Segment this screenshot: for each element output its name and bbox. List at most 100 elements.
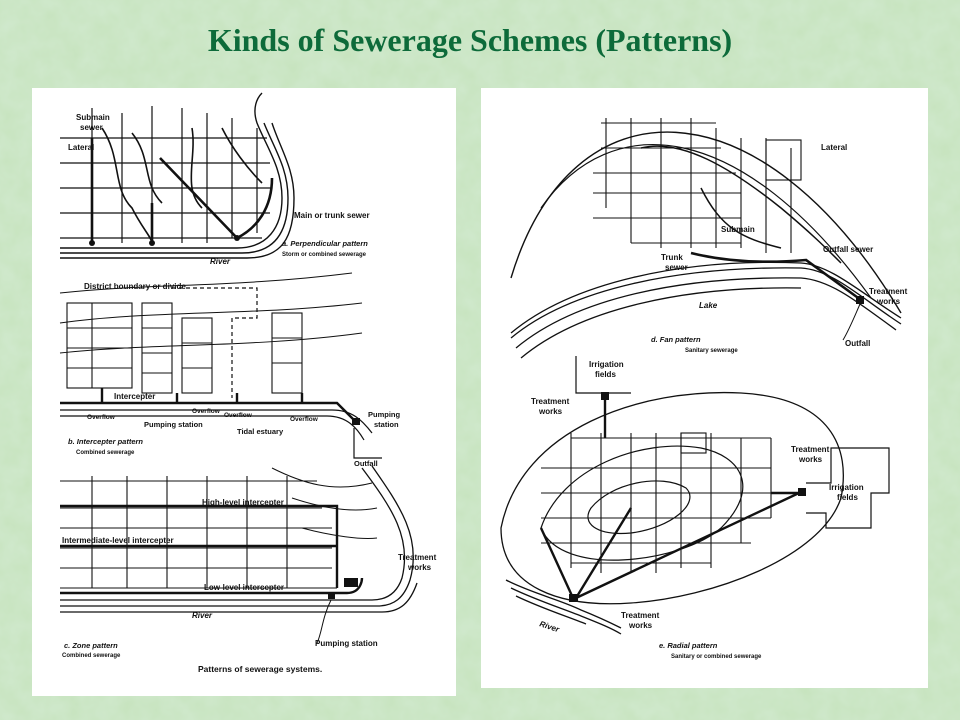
radial-contour-inner: [587, 480, 691, 535]
irrigation-label-top: Irrigation: [589, 360, 624, 369]
fields-label-top: fields: [595, 370, 616, 379]
submain-curves: [101, 127, 263, 244]
zone-pattern-diagram: High-level intercepter Intermediate-leve…: [60, 465, 437, 659]
fan-treatment-label: Treatment: [869, 287, 908, 296]
intercepter-sewer: [60, 388, 358, 424]
intercepter-label: Intercepter: [114, 392, 155, 401]
lake-shore: [510, 261, 902, 359]
district-boundary-label: District boundary or divide: [84, 282, 186, 291]
overflow-label-1: Overflow: [87, 414, 116, 421]
intercepter-street-grid: [66, 302, 303, 394]
page-title: Kinds of Sewerage Schemes (Patterns): [207, 22, 733, 58]
low-level-label: Low-level intercepter: [204, 583, 284, 592]
radial-pattern-diagram: Irrigation fields Treatment works Treatm…: [500, 356, 890, 660]
outfall-label-b: Outfall: [354, 459, 378, 468]
perpendicular-pattern-diagram: Submain sewer Lateral Main or trunk sewe…: [60, 92, 370, 266]
radial-street-grid: [541, 432, 776, 573]
fan-submain-label: Submain: [721, 225, 755, 234]
outfall-markers: [89, 235, 240, 246]
fields-label-right: fields: [837, 493, 858, 502]
radial-treatment-marker-right: [798, 488, 806, 496]
intercepter-pattern-diagram: District boundary or divide Intercepter …: [59, 272, 400, 468]
works-label-c: works: [407, 563, 432, 572]
zone-subcaption: Combined sewerage: [62, 653, 121, 659]
left-diagram-panel: Submain sewer Lateral Main or trunk sewe…: [32, 88, 456, 696]
fan-drainage-boundary: [510, 131, 902, 314]
irrigation-label-right: Irrigation: [829, 483, 864, 492]
radial-treatment-label-top: Treatment: [531, 397, 570, 406]
pumping-label-right: Pumping: [368, 410, 400, 419]
zone-treatment-marker: [344, 578, 358, 587]
high-level-label: High-level intercepter: [202, 498, 284, 507]
lateral-label: Lateral: [68, 143, 94, 152]
zone-river-banks: [60, 465, 418, 613]
intermediate-level-label: Intermediate-level intercepter: [62, 536, 174, 545]
river-banks: [60, 92, 295, 259]
zone-street-grid: [60, 476, 337, 589]
main-trunk-sewer: [90, 138, 274, 243]
fan-lateral-label: Lateral: [821, 143, 847, 152]
figure-footer: Patterns of sewerage systems.: [198, 664, 322, 674]
zone-intercepters: [60, 504, 364, 595]
intercepter-caption: b. Intercepter pattern: [68, 437, 143, 446]
intercepter-subcaption: Combined sewerage: [76, 450, 135, 456]
zone-caption: c. Zone pattern: [64, 641, 118, 650]
radial-treatment-marker-top: [601, 392, 609, 400]
radial-treatment-marker-bottom: [569, 594, 578, 602]
radial-subcaption: Sanitary or combined sewerage: [671, 654, 762, 660]
submain-label: Submain: [76, 113, 110, 122]
pumping-station-label-c: Pumping station: [315, 639, 378, 648]
fan-outfall-label: Outfall: [845, 339, 870, 348]
radial-works-label-top: works: [538, 407, 563, 416]
outfall-sewer-label: Outfall sewer: [823, 245, 873, 254]
radial-works-label-right: works: [798, 455, 823, 464]
radial-trunk-sewers: [539, 491, 800, 600]
perpendicular-caption: a. Perpendicular pattern: [282, 239, 368, 248]
right-diagram-panel: Lateral Submain Trunk sewer Outfall sewe…: [481, 88, 928, 688]
fan-caption: d. Fan pattern: [651, 335, 701, 344]
perpendicular-subcaption: Storm or combined sewerage: [282, 252, 367, 258]
radial-caption: e. Radial pattern: [659, 641, 718, 650]
fan-subcaption: Sanitary sewerage: [685, 348, 738, 354]
river-label-a: River: [210, 257, 231, 266]
radial-contour-outer: [540, 445, 744, 561]
trunk-sewer-label: sewer: [665, 263, 688, 272]
fan-contour: [540, 144, 872, 299]
pumping-leader-line: [316, 599, 332, 644]
fan-works-label: works: [876, 297, 901, 306]
irrigation-field-top: [575, 356, 631, 394]
overflow-label-2: Overflow: [192, 408, 221, 415]
right-diagram: Lateral Submain Trunk sewer Outfall sewe…: [500, 118, 908, 660]
overflow-label-4: Overflow: [290, 416, 319, 423]
radial-treatment-label-right: Treatment: [791, 445, 830, 454]
radial-river-banks: [505, 579, 622, 635]
district-boundary-line: [172, 287, 258, 398]
radial-drainage-boundary: [500, 391, 844, 605]
fan-outfall-line: [842, 303, 861, 341]
overflow-label-3: Overflow: [224, 412, 253, 419]
main-trunk-label: Main or trunk sewer: [294, 211, 370, 220]
left-diagram: Submain sewer Lateral Main or trunk sewe…: [59, 92, 437, 674]
station-label-right: station: [374, 420, 399, 429]
irrigation-field-right: [806, 447, 890, 529]
fan-pattern-diagram: Lateral Submain Trunk sewer Outfall sewe…: [510, 118, 908, 359]
river-label-c: River: [192, 611, 213, 620]
lake-label: Lake: [699, 301, 718, 310]
radial-works-label-bottom: works: [628, 621, 653, 630]
fan-submains: [640, 145, 842, 264]
outfall-pipe: [353, 428, 382, 459]
zone-pumping-marker: [328, 593, 335, 599]
submain-sewer-label: sewer: [80, 123, 103, 132]
radial-river-label: River: [538, 619, 561, 634]
pumping-station-label: Pumping station: [144, 420, 203, 429]
tidal-estuary-banks: [60, 409, 373, 441]
fan-street-grid: [593, 118, 802, 253]
radial-treatment-label-bottom: Treatment: [621, 611, 660, 620]
trunk-label: Trunk: [661, 253, 683, 262]
fan-trunk-and-outfall: [690, 251, 862, 302]
fan-treatment-marker: [856, 296, 864, 304]
tidal-estuary-label: Tidal estuary: [237, 427, 284, 436]
treatment-label-c: Treatment: [398, 553, 437, 562]
district-contours: [59, 272, 363, 354]
pumping-station-marker: [352, 418, 360, 425]
